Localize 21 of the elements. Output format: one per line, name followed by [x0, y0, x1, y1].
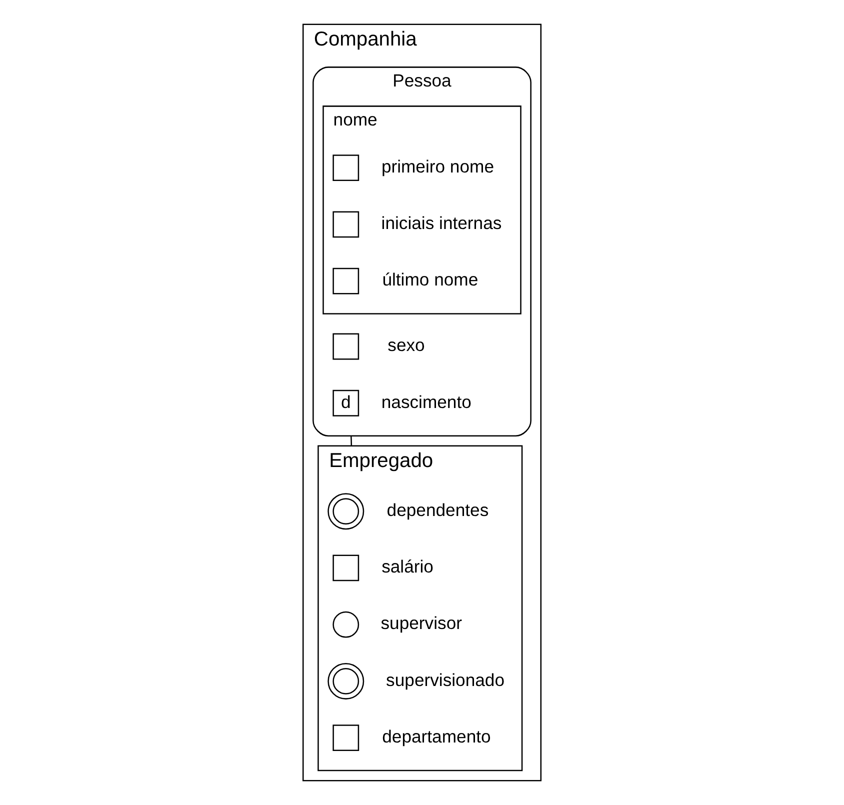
node-label: supervisor — [380, 613, 462, 634]
node-box: d — [332, 390, 360, 416]
node-label: salário — [382, 556, 434, 577]
node-box — [332, 154, 360, 182]
node-label: nascimento — [381, 392, 472, 412]
connector — [350, 436, 352, 446]
node-label: supervisionado — [386, 670, 505, 690]
node-label: dependentes — [386, 500, 489, 520]
node-box — [332, 211, 360, 238]
node-doublecircle — [328, 662, 364, 700]
node-label: sexo — [388, 335, 425, 356]
node-label: primeiro nome — [381, 156, 494, 176]
node-circle — [332, 611, 360, 638]
node-box — [332, 554, 360, 582]
node-box — [332, 268, 360, 294]
node-doublecircle — [328, 493, 364, 530]
node-box — [332, 333, 360, 360]
node-label: último nome — [382, 270, 478, 290]
node-label: iniciais internas — [381, 213, 502, 234]
node-label: departamento — [382, 726, 491, 746]
node-box — [332, 724, 360, 752]
